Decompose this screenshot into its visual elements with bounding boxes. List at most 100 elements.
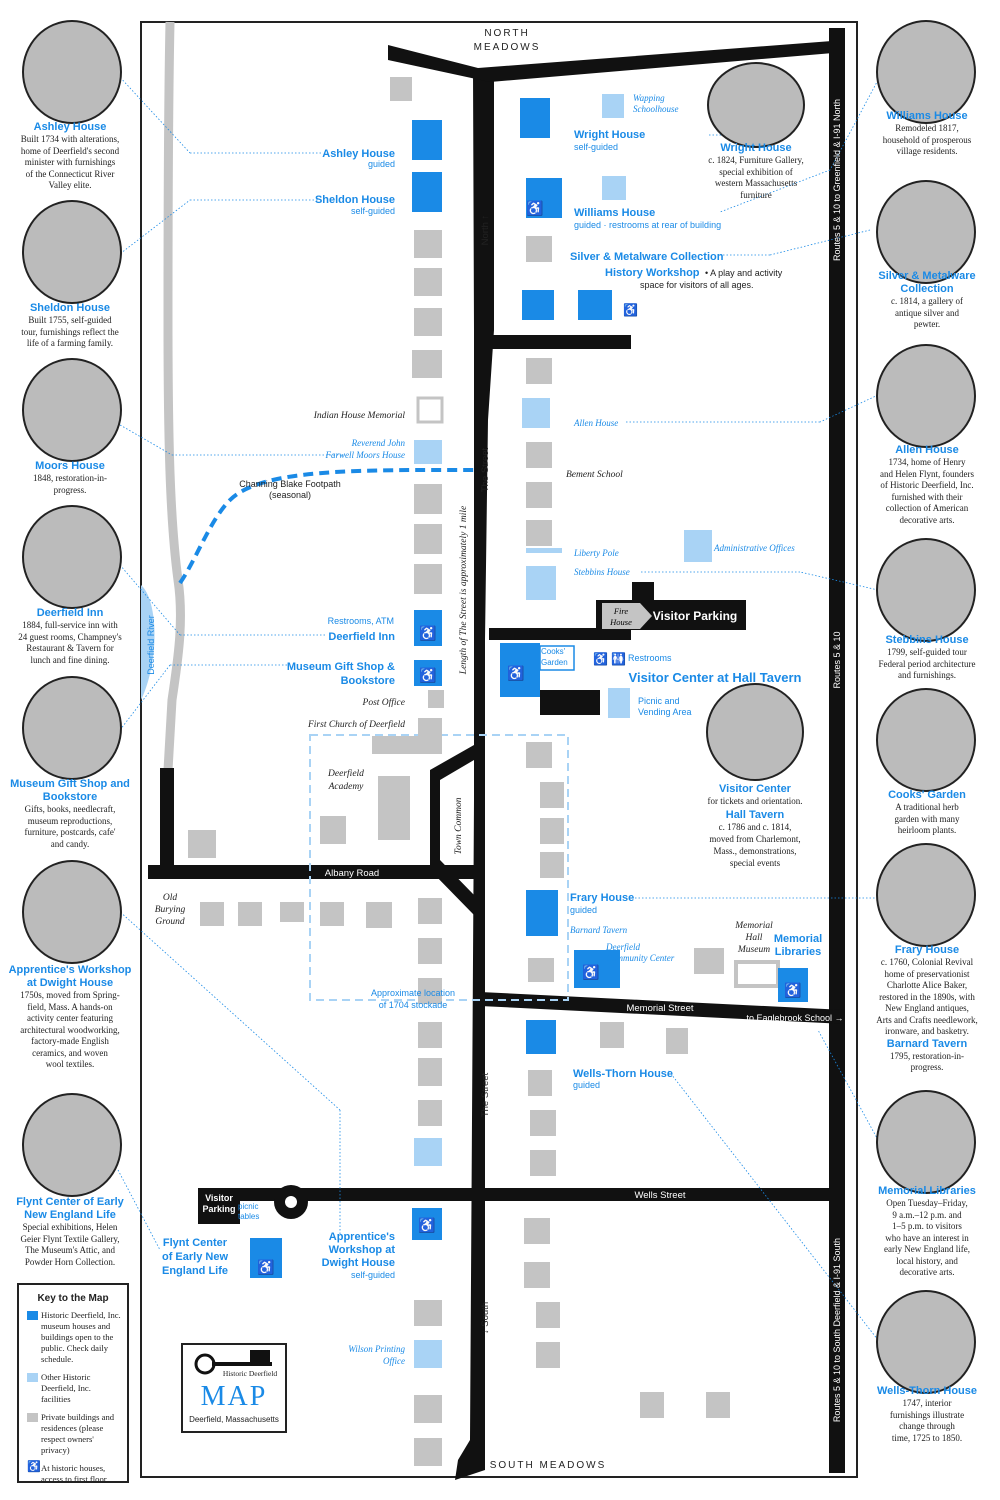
routes-mid-label: Routes 5 & 10 xyxy=(832,631,842,688)
the-street-label-1: The Street xyxy=(480,447,491,492)
frary-sub-label: guided xyxy=(570,905,597,915)
right-item-title: Cooks' Garden xyxy=(888,789,966,801)
wells-street-label: Wells Street xyxy=(634,1190,685,1201)
picnic-tables-label-1: picnic xyxy=(238,1202,258,1211)
picnic-label-1: Picnic and xyxy=(638,696,680,706)
cooks-label-1: Cooks' xyxy=(541,647,566,656)
moors-label-1: Reverend John xyxy=(351,438,406,448)
albany-road-label: Albany Road xyxy=(325,868,379,879)
wright-house-photo xyxy=(707,62,805,148)
left-item-gift-shop: Museum Gift Shop and Bookstore Gifts, bo… xyxy=(8,778,132,850)
flynt-center-photo xyxy=(22,1093,122,1197)
wells-street xyxy=(200,1188,845,1201)
memorial-libraries-map-label-1: Memorial xyxy=(774,933,822,945)
right-item-stebbins: Stebbins House 1799, self-guided tour Fe… xyxy=(866,634,988,682)
north-direction-label: North ↑ xyxy=(480,215,491,246)
right-item-desc: 1747, interior furnishings illustrate ch… xyxy=(889,1398,965,1443)
right-item-title: Memorial Libraries xyxy=(878,1185,976,1197)
left-item-ashley: Ashley House Built 1734 with alterations… xyxy=(10,121,130,192)
flynt-map-label-1: Flynt Center xyxy=(163,1237,228,1249)
right-item-desc: c. 1760, Colonial Revival home of preser… xyxy=(876,957,978,1036)
key-item-text: At historic houses, access to first floo… xyxy=(41,1463,107,1484)
history-workshop-accessible-icon: ♿ xyxy=(623,303,638,317)
side-road-3 xyxy=(540,690,600,715)
key-item-accessible: ♿At historic houses, access to first flo… xyxy=(27,1462,121,1485)
memorial-hall-label-1: Memorial xyxy=(734,921,773,931)
river-bank xyxy=(141,585,155,700)
left-item-desc: Built 1734 with alterations, home of Dee… xyxy=(20,134,120,190)
memorial-street xyxy=(480,992,845,1024)
stockade-label-1: Approximate location xyxy=(371,988,455,998)
memorial-libraries-map-label-2: Libraries xyxy=(775,946,821,958)
memorial-street-label: Memorial Street xyxy=(626,1003,693,1014)
allen-house-photo xyxy=(876,344,976,448)
academy-label-2: Academy xyxy=(328,782,365,792)
right-item-desc: c. 1814, a gallery of antique silver and… xyxy=(891,296,963,329)
fire-house-sign xyxy=(602,603,652,629)
svg-text:♿: ♿ xyxy=(257,1259,274,1276)
admin-offices-label: Administrative Offices xyxy=(713,543,795,553)
gift-shop-photo xyxy=(22,676,122,780)
community-label-2: Community Center xyxy=(606,953,675,963)
restrooms-atm-label: Restrooms, ATM xyxy=(328,616,394,626)
apprentice-map-label-2: Workshop at xyxy=(329,1244,396,1256)
side-road-1 xyxy=(489,335,631,349)
restrooms-icon: 🚻 xyxy=(611,652,626,666)
right-item-desc: A traditional herb garden with many heir… xyxy=(894,802,960,835)
cooks-garden-photo xyxy=(876,688,976,792)
parking-lot xyxy=(198,1188,240,1224)
town-common-loop xyxy=(430,745,474,915)
visitor-parking-2-label-2: Parking xyxy=(202,1204,235,1214)
wells-thorn-sub-label: guided xyxy=(573,1080,600,1090)
footpath-label-2: (seasonal) xyxy=(269,490,311,500)
museum-swatch xyxy=(27,1311,38,1320)
left-item-title: Ashley House xyxy=(33,121,107,133)
indian-house-label: Indian House Memorial xyxy=(313,411,406,421)
right-item-desc: 1795, restoration-in- progress. xyxy=(890,1050,964,1073)
left-item-apprentice: Apprentice's Workshop at Dwight House 17… xyxy=(8,964,132,1071)
private-buildings xyxy=(188,77,730,1466)
fire-house-stub xyxy=(632,582,654,604)
right-item-desc: Open Tuesday–Friday, 9 a.m.–12 p.m. and … xyxy=(884,1198,970,1277)
svg-text:♿: ♿ xyxy=(418,1217,435,1234)
bement-label: Bement School xyxy=(566,470,623,480)
right-item-allen: Allen House 1734, home of Henry and Hele… xyxy=(866,444,988,526)
footpath xyxy=(178,467,479,585)
routes-north-label: Routes 5 & 10 to Greenfield & I-91 North xyxy=(832,99,842,261)
right-item-title: Allen House xyxy=(895,444,959,456)
sheldon-sub-label: self-guided xyxy=(351,206,395,216)
frary-map-label: Frary House xyxy=(570,892,634,904)
deerfield-inn-map-label: Deerfield Inn xyxy=(328,631,395,643)
map-key: Key to the Map Historic Deerfield, Inc. … xyxy=(17,1283,129,1485)
right-item-desc: Remodeled 1817, household of prosperous … xyxy=(882,123,972,156)
sheldon-house-photo xyxy=(22,200,122,304)
williams-map-label: Williams House xyxy=(574,207,655,219)
frary-house-photo xyxy=(876,843,976,947)
right-item-frary: Frary House c. 1760, Colonial Revival ho… xyxy=(862,944,992,1074)
visitor-center-map-label: Visitor Center at Hall Tavern xyxy=(629,670,802,685)
cooks-garden-box xyxy=(539,645,575,671)
restrooms-label: Restrooms xyxy=(628,653,672,663)
left-item-desc: 1750s, moved from Spring- field, Mass. A… xyxy=(20,990,120,1069)
williams-sub-label: guided · restrooms at rear of building xyxy=(574,220,721,230)
williams-house-photo xyxy=(876,20,976,124)
gift-shop-map-label-2: Bookstore xyxy=(341,675,395,687)
hall-tavern-photo xyxy=(706,683,804,781)
left-item-title: Apprentice's Workshop at Dwight House xyxy=(8,964,132,989)
side-road-2 xyxy=(489,628,631,640)
history-desc-1: • A play and activity xyxy=(705,268,783,278)
wright-map-label: Wright House xyxy=(574,129,645,141)
svg-text:♿: ♿ xyxy=(784,982,801,999)
cooks-label-2: Garden xyxy=(541,658,568,667)
right-item-title: Stebbins House xyxy=(885,634,969,646)
left-item-title: Sheldon House xyxy=(29,302,111,314)
ht-title: Hall Tavern xyxy=(726,809,785,821)
right-item-williams: Williams House Remodeled 1817, household… xyxy=(866,110,988,158)
stebbins-label: Stebbins House xyxy=(574,567,630,577)
history-workshop-map-label: History Workshop xyxy=(605,267,700,279)
liberty-pole-label: Liberty Pole xyxy=(573,548,619,558)
svg-text:♿: ♿ xyxy=(419,625,436,642)
right-item-title: Barnard Tavern xyxy=(886,1037,968,1050)
key-item-text: Historic Deerfield, Inc. museum houses a… xyxy=(41,1310,121,1364)
